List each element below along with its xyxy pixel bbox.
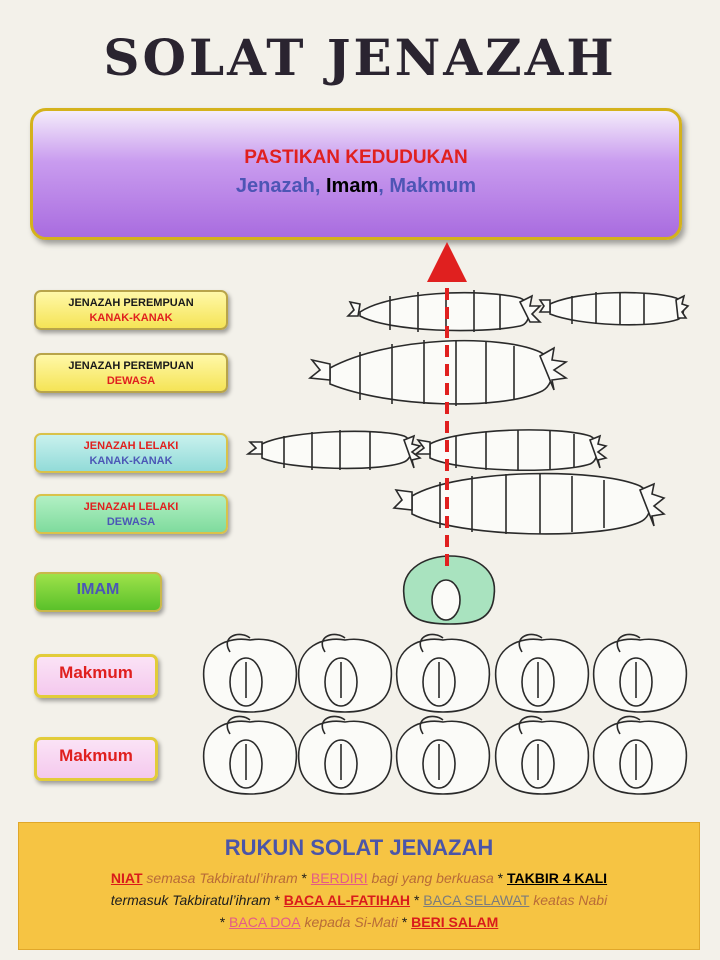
rukun-fatihah: BACA AL-FATIHAH — [283, 892, 411, 908]
rukun-line-3: * BACA DOA kepada Si-Mati * BERI SALAM — [19, 911, 699, 933]
makmum-figure-icon — [494, 633, 590, 713]
label-makmum-row-1: Makmum — [34, 654, 158, 698]
banner-comma: , — [378, 175, 390, 197]
banner-imam: Imam — [325, 175, 379, 197]
separator: * — [274, 892, 280, 908]
label-line: JENAZAH LELAKI — [83, 501, 179, 513]
separator: * — [401, 914, 408, 930]
position-banner: PASTIKAN KEDUDUKAN Jenazah, Imam, Makmum — [30, 108, 682, 240]
rukun-text: keatas Nabi — [529, 892, 608, 908]
banner-subheading: Jenazah, Imam, Makmum — [33, 175, 679, 198]
label-line: DEWASA — [106, 516, 156, 528]
rukun-text: kepada Si-Mati — [300, 914, 402, 930]
shrouded-body-icon — [346, 290, 542, 332]
label-jenazah-perempuan-dewasa: JENAZAH PEREMPUAN DEWASA — [34, 353, 228, 393]
rukun-text: semasa Takbiratul’ihram — [142, 870, 302, 886]
rukun-panel: RUKUN SOLAT JENAZAH NIAT semasa Takbirat… — [18, 822, 700, 950]
label-jenazah-lelaki-dewasa: JENAZAH LELAKI DEWASA — [34, 494, 228, 534]
label-line: JENAZAH LELAKI — [83, 440, 179, 452]
separator: * — [219, 914, 226, 930]
label-imam: IMAM — [34, 572, 162, 612]
label-line: KANAK-KANAK — [89, 312, 173, 324]
label-line: KANAK-KANAK — [89, 455, 173, 467]
label-line: JENAZAH PEREMPUAN — [68, 360, 194, 372]
banner-jenazah: Jenazah — [235, 175, 315, 197]
makmum-figure-icon — [202, 715, 298, 795]
makmum-figure-icon — [395, 715, 491, 795]
rukun-berdiri: BERDIRI — [310, 870, 368, 886]
shrouded-body-icon — [245, 430, 422, 470]
rukun-line-2: termasuk Takbiratul’ihram * BACA AL-FATI… — [19, 889, 699, 911]
shrouded-body-icon — [307, 339, 569, 406]
makmum-figure-icon — [592, 715, 688, 795]
separator: * — [413, 892, 420, 908]
page-title: SOLAT JENAZAH — [103, 28, 617, 87]
makmum-figure-icon — [202, 633, 298, 713]
label-line: DEWASA — [106, 375, 156, 387]
banner-heading: PASTIKAN KEDUDUKAN — [244, 147, 468, 168]
makmum-figure-icon — [494, 715, 590, 795]
label-line: JENAZAH PEREMPUAN — [68, 297, 194, 309]
banner-makmum: Makmum — [389, 175, 477, 197]
separator: * — [301, 870, 307, 886]
rukun-salam: BERI SALAM — [411, 914, 499, 930]
label-jenazah-perempuan-kanak: JENAZAH PEREMPUAN KANAK-KANAK — [34, 290, 228, 330]
banner-comma: , — [314, 175, 326, 197]
makmum-figure-icon — [297, 633, 393, 713]
separator: * — [497, 870, 504, 886]
rukun-text: bagi yang berkuasa — [367, 870, 498, 886]
rukun-text: termasuk Takbiratul’ihram — [110, 892, 275, 908]
makmum-figure-icon — [592, 633, 688, 713]
label-makmum-row-2: Makmum — [34, 737, 158, 781]
imam-figure-icon — [402, 555, 496, 625]
shrouded-body-icon — [538, 291, 690, 326]
rukun-doa: BACA DOA — [229, 914, 301, 930]
shrouded-body-icon — [392, 472, 666, 535]
makmum-figure-icon — [297, 715, 393, 795]
rukun-selawat: BACA SELAWAT — [423, 892, 530, 908]
rukun-title: RUKUN SOLAT JENAZAH — [224, 835, 494, 860]
rukun-line-1: NIAT semasa Takbiratul’ihram * BERDIRI b… — [19, 867, 699, 889]
rukun-niat: NIAT — [110, 870, 143, 886]
rukun-takbir: TAKBIR 4 KALI — [507, 870, 608, 886]
makmum-figure-icon — [395, 633, 491, 713]
shrouded-body-icon — [413, 429, 608, 472]
label-jenazah-lelaki-kanak: JENAZAH LELAKI KANAK-KANAK — [34, 433, 228, 473]
